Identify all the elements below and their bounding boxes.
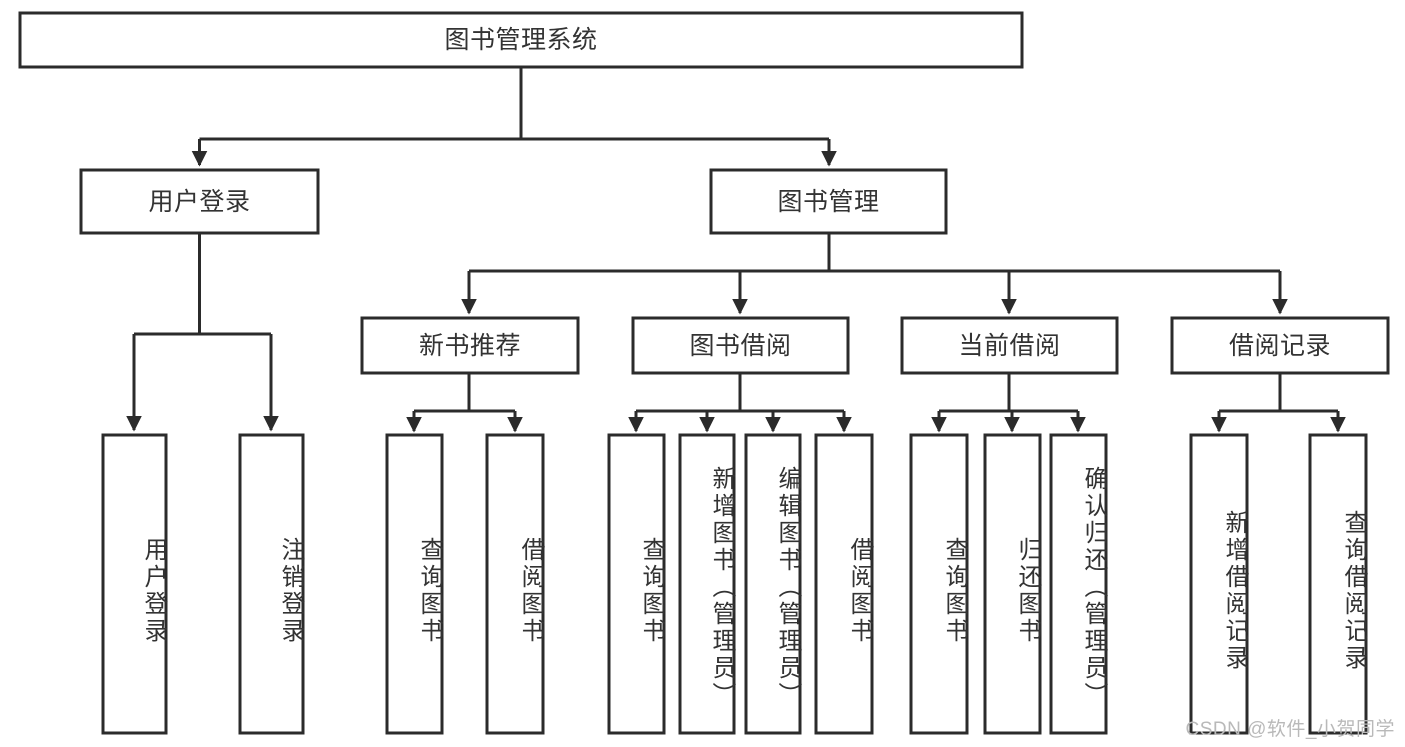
node-box-leaf-add-record[interactable] [1189,433,1249,735]
node-box-leaf-confirm-return[interactable] [1049,433,1108,735]
node-box-new-book-recommend[interactable] [360,316,580,375]
node-box-root[interactable] [18,11,1024,69]
node-box-book-manage[interactable] [709,168,948,235]
node-box-leaf-query-book-borrow[interactable] [607,433,666,735]
node-box-leaf-return-book[interactable] [983,433,1042,735]
node-box-user-login[interactable] [79,168,320,235]
node-box-current-borrow[interactable] [900,316,1119,375]
node-box-leaf-borrow-book-rec[interactable] [485,433,545,735]
node-box-leaf-query-book-cur[interactable] [909,433,969,735]
node-box-book-borrow[interactable] [631,316,850,375]
node-box-leaf-edit-book[interactable] [744,433,802,735]
node-box-leaf-user-login[interactable] [101,433,168,735]
node-box-borrow-record[interactable] [1170,316,1390,375]
node-box-leaf-logout[interactable] [238,433,305,735]
node-box-leaf-borrow-book[interactable] [814,433,874,735]
node-box-leaf-query-record[interactable] [1308,433,1368,735]
csdn-watermark: CSDN @软件_小贺同学 [1185,719,1395,740]
node-box-leaf-query-book-rec[interactable] [385,433,444,735]
node-box-leaf-add-book[interactable] [678,433,736,735]
